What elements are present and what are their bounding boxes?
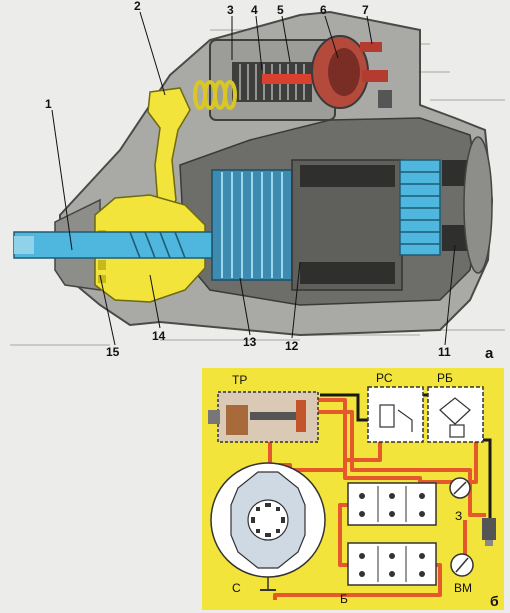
field-winding-upper bbox=[300, 165, 395, 187]
label-ignition-switch: З bbox=[455, 509, 462, 523]
callout-4: 4 bbox=[251, 3, 258, 17]
start-relay-coil bbox=[379, 404, 395, 428]
callout-14: 14 bbox=[152, 329, 166, 343]
lock-relay-coil bbox=[449, 424, 465, 438]
terminal-bolt-right bbox=[378, 90, 392, 108]
start-relay-box bbox=[367, 386, 424, 443]
traction-relay-plunger bbox=[250, 412, 300, 420]
callout-6: 6 bbox=[320, 3, 327, 17]
battery-lower bbox=[347, 542, 437, 586]
traction-relay-shaft bbox=[208, 410, 220, 424]
solenoid-plunger bbox=[262, 74, 334, 84]
callout-1: 1 bbox=[45, 97, 52, 111]
terminal-bolt-upper bbox=[360, 42, 382, 52]
lock-relay-box bbox=[427, 386, 484, 443]
callout-5: 5 bbox=[277, 3, 284, 17]
armature-slots bbox=[251, 503, 285, 537]
callout-2: 2 bbox=[134, 0, 141, 13]
terminal-bolt-lower bbox=[362, 70, 388, 82]
label-battery: Б bbox=[340, 592, 348, 606]
shaft-tip bbox=[14, 236, 34, 254]
solenoid-contact-inner bbox=[328, 48, 360, 96]
callout-3: 3 bbox=[227, 3, 234, 17]
callout-13: 13 bbox=[243, 335, 257, 349]
traction-relay-coil bbox=[226, 405, 248, 435]
traction-relay-contact bbox=[296, 400, 306, 432]
callout-12: 12 bbox=[285, 339, 299, 353]
field-winding-lower bbox=[300, 262, 395, 284]
lock-relay-bridge bbox=[439, 397, 471, 425]
armature-windings bbox=[221, 172, 283, 278]
label-ground-switch: ВМ bbox=[454, 581, 472, 595]
label-starter: С bbox=[232, 581, 241, 595]
label-traction-relay: ТР bbox=[232, 373, 247, 387]
diagnostic-connector-tip bbox=[485, 540, 493, 546]
starter-cutaway-figure: 1 2 3 4 5 6 7 11 12 13 14 15 а bbox=[10, 0, 505, 362]
callout-7: 7 bbox=[362, 3, 369, 17]
battery-upper-cells bbox=[359, 493, 425, 517]
label-lock-relay: РБ bbox=[437, 371, 453, 385]
shaft-splines bbox=[129, 231, 186, 259]
callout-numbers: 1 2 3 4 5 6 7 11 12 13 14 15 bbox=[45, 0, 451, 359]
ground-switch-lever bbox=[455, 557, 469, 573]
callout-11: 11 bbox=[438, 345, 451, 359]
lever-return-spring bbox=[193, 80, 237, 110]
figure-b-label: б bbox=[490, 593, 499, 609]
callout-lines bbox=[51, 11, 456, 346]
rear-cover bbox=[463, 136, 493, 274]
battery-lower-cells bbox=[359, 553, 425, 577]
commutator-bars bbox=[400, 171, 440, 245]
callout-15: 15 bbox=[106, 345, 120, 359]
diagnostic-connector bbox=[482, 518, 496, 540]
wiring-schematic-figure: ТР РС РБ С bbox=[202, 368, 504, 610]
ignition-switch-lever bbox=[453, 481, 467, 495]
battery-upper bbox=[347, 482, 437, 526]
start-relay-contact bbox=[397, 409, 413, 432]
label-start-relay: РС bbox=[376, 371, 393, 385]
figure-a-label: а bbox=[485, 345, 494, 362]
